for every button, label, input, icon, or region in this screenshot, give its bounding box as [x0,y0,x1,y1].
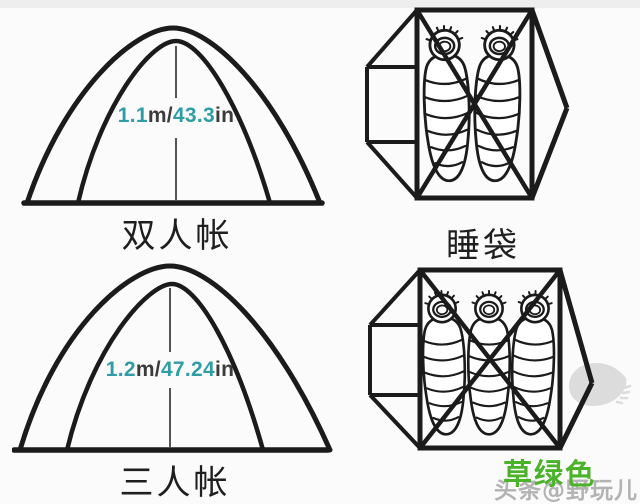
outer-arch [17,263,333,453]
sleeping-bag-label: 睡袋 [446,226,520,266]
double-tent-label: 双人帐 [121,216,233,256]
left-vestibule [368,268,422,450]
tent-floor-outline [417,267,563,451]
inner-arch [64,281,266,453]
outer-arch [24,25,323,206]
right-vestibule [529,9,570,199]
metric-unit: m/ [147,104,173,127]
metric-value: 1.1 [117,104,148,127]
left-vestibule [365,8,419,200]
double-tent-height-measurement: 1.1m/43.3in [101,104,251,128]
triple-tent-height-measurement: 1.2m/47.24in [90,358,250,382]
double-tent-figure [20,22,325,208]
top-edge-strip [0,0,640,8]
double-topview-figure [358,6,573,204]
metric-value: 1.2 [105,358,136,381]
sleeping-bag-1 [419,288,469,437]
cross-poles [417,267,563,451]
sleeping-bag-2 [470,23,524,183]
imperial-value: 47.24 [160,358,215,381]
imperial-unit: in [215,104,235,127]
imperial-value: 43.3 [172,104,215,127]
tent-floor-outline [414,7,535,201]
metric-unit: m/ [135,358,161,381]
cross-poles [414,7,535,201]
triple-tent-figure [12,256,334,454]
source-watermark: 头条@野玩儿 [494,478,638,504]
imperial-unit: in [215,358,235,381]
green-color-label: 草绿色 [503,457,597,491]
sleeping-bag-1 [420,23,474,183]
inner-arch [75,38,273,206]
triple-topview-figure [365,263,597,455]
triple-tent-label: 三人帐 [119,463,231,503]
right-vestibule [557,269,595,450]
